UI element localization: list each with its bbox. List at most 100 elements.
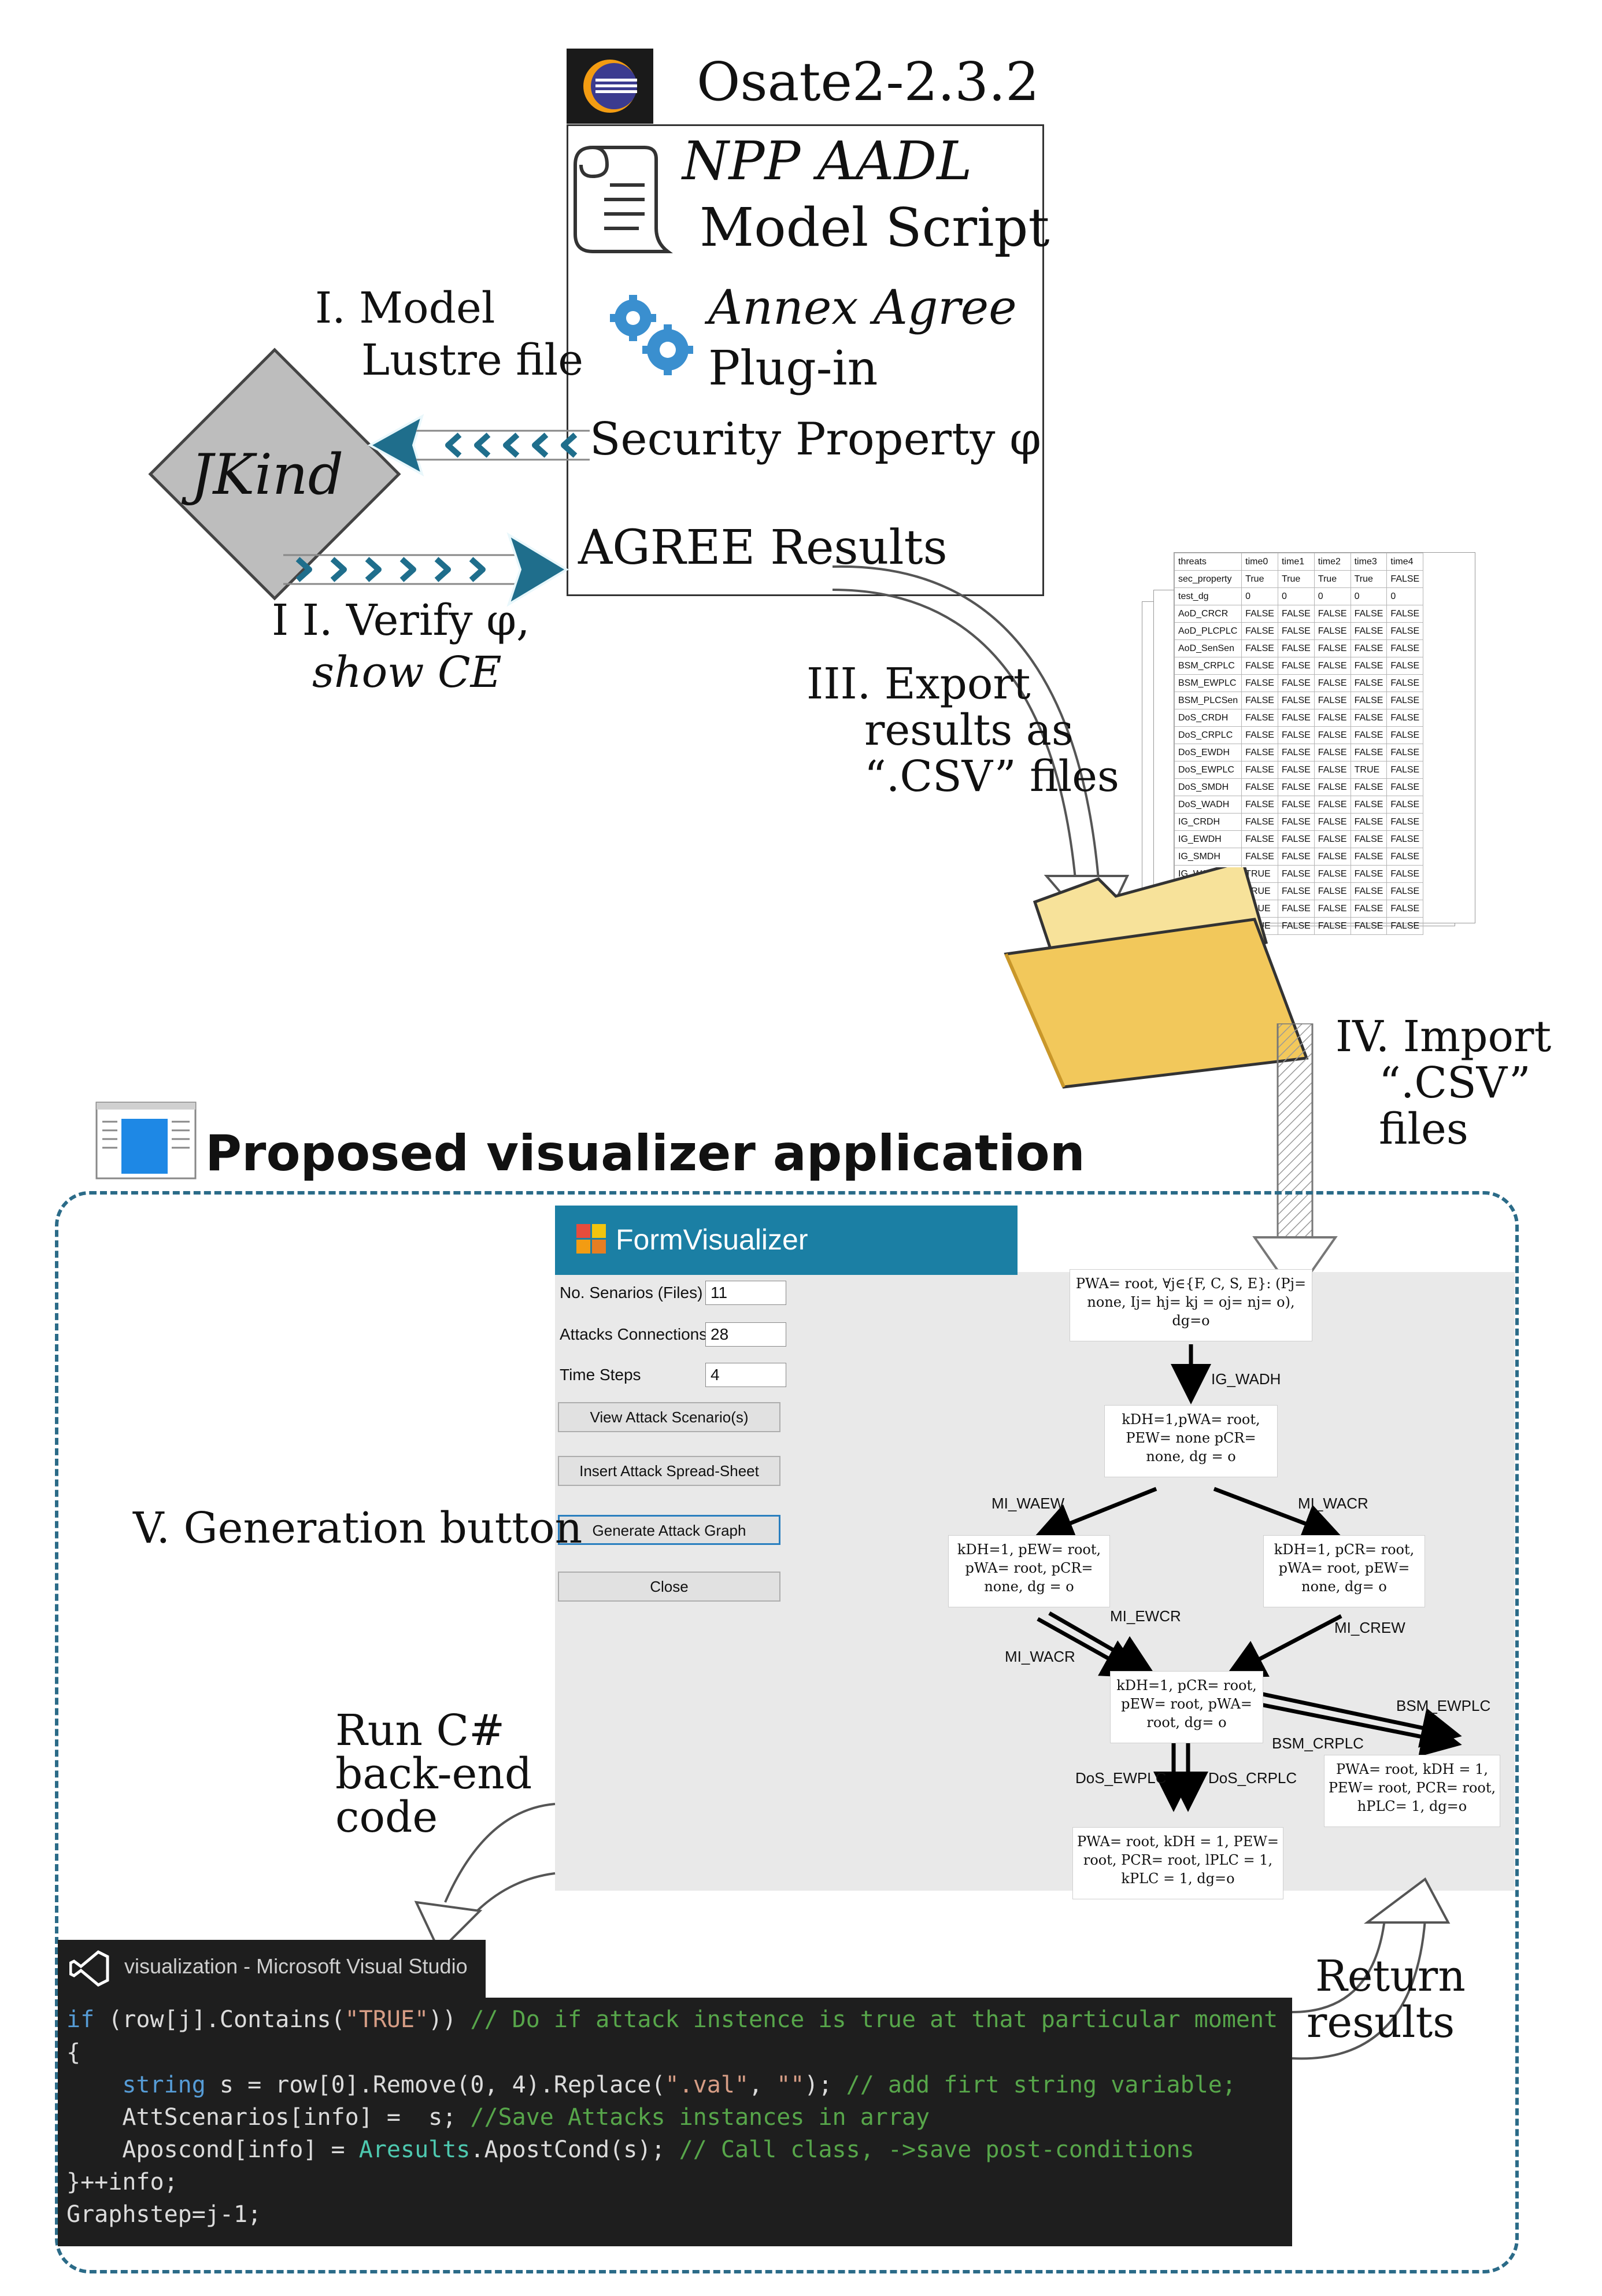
sheet-cell: FALSE bbox=[1386, 830, 1424, 848]
sheet-cell: FALSE bbox=[1314, 674, 1351, 692]
sheet-cell: True bbox=[1314, 570, 1351, 588]
jkind-diamond bbox=[145, 344, 405, 607]
vs-window-title: visualization - Microsoft Visual Studio bbox=[124, 1954, 468, 1978]
graph-node-4b: PWA= root, kDH = 1, PEW= root, PCR= root… bbox=[1324, 1755, 1500, 1827]
visualizer-region bbox=[55, 1191, 1519, 2273]
step3-label: III. Export bbox=[806, 659, 1031, 709]
sheet-cell: FALSE bbox=[1277, 674, 1315, 692]
sheet-cell: FALSE bbox=[1314, 657, 1351, 675]
sheet-cell: FALSE bbox=[1386, 865, 1424, 883]
code-line-2: { bbox=[66, 2039, 81, 2066]
sheet-cell: FALSE bbox=[1386, 674, 1424, 692]
attacks-label: Attacks Connections bbox=[560, 1325, 708, 1343]
sheet-cell: FALSE bbox=[1241, 726, 1278, 744]
sheet-cell: FALSE bbox=[1386, 882, 1424, 900]
step3-label-2: results as bbox=[864, 705, 1074, 755]
edge-label-mi-waew: MI_WAEW bbox=[991, 1495, 1065, 1512]
sheet-cell: time0 bbox=[1241, 553, 1278, 571]
sheet-cell: FALSE bbox=[1350, 917, 1388, 935]
attack-graph-edges bbox=[925, 1272, 1515, 1893]
attacks-input[interactable]: 28 bbox=[705, 1322, 786, 1347]
sheet-cell: FALSE bbox=[1314, 848, 1351, 866]
sheet-cell: FALSE bbox=[1277, 709, 1315, 727]
step3-label-3: “.CSV” files bbox=[864, 752, 1119, 801]
view-attack-scenarios-button[interactable]: View Attack Scenario(s) bbox=[558, 1402, 780, 1432]
sheet-cell: test_dg bbox=[1174, 587, 1242, 605]
scenarios-input[interactable]: 11 bbox=[705, 1281, 786, 1305]
sheet-cell: 0 bbox=[1277, 587, 1315, 605]
edge-label-mi-wacr: MI_WACR bbox=[1298, 1495, 1368, 1512]
sheet-cell: FALSE bbox=[1386, 709, 1424, 727]
sheet-cell: IG_CRDH bbox=[1174, 813, 1242, 831]
sheet-cell: DoS_EWPLC bbox=[1174, 761, 1242, 779]
visual-studio-icon bbox=[69, 1950, 110, 1990]
sheet-cell: FALSE bbox=[1241, 778, 1278, 796]
sheet-cell: FALSE bbox=[1241, 605, 1278, 623]
sheet-cell: FALSE bbox=[1314, 796, 1351, 814]
sheet-cell: FALSE bbox=[1386, 605, 1424, 623]
sheet-cell: FALSE bbox=[1241, 813, 1278, 831]
import-arrow bbox=[1243, 1022, 1359, 1315]
agree-results-label: AGREE Results bbox=[578, 520, 948, 575]
sheet-cell: FALSE bbox=[1350, 882, 1388, 900]
edge-label-dos-crplc: DoS_CRPLC bbox=[1208, 1769, 1297, 1787]
sheet-cell: 0 bbox=[1314, 587, 1351, 605]
script-icon bbox=[569, 136, 679, 265]
sheet-cell: FALSE bbox=[1277, 657, 1315, 675]
sheet-cell: FALSE bbox=[1350, 813, 1388, 831]
sheet-cell: FALSE bbox=[1314, 709, 1351, 727]
sheet-cell: sec_property bbox=[1174, 570, 1242, 588]
return-results-arrow bbox=[1281, 1868, 1512, 2090]
sheet-cell: FALSE bbox=[1386, 622, 1424, 640]
form-app-icon bbox=[575, 1223, 607, 1257]
graph-node-4a: PWA= root, kDH = 1, PEW= root, PCR= root… bbox=[1072, 1827, 1283, 1899]
sheet-cell: FALSE bbox=[1350, 726, 1388, 744]
sheet-cell: DoS_CRDH bbox=[1174, 709, 1242, 727]
sheet-cell: FALSE bbox=[1241, 830, 1278, 848]
sheet-cell: FALSE bbox=[1314, 605, 1351, 623]
sheet-cell: True bbox=[1277, 570, 1315, 588]
sheet-cell: DoS_EWDH bbox=[1174, 744, 1242, 761]
osate-title: Osate2-2.3.2 bbox=[697, 51, 1039, 113]
sheet-cell: IG_EWDH bbox=[1174, 830, 1242, 848]
code-editor[interactable]: if (row[j].Contains("TRUE")) // Do if at… bbox=[58, 1998, 1292, 2246]
sheet-cell: FALSE bbox=[1277, 726, 1315, 744]
time-steps-label: Time Steps bbox=[560, 1366, 641, 1384]
graph-node-2b: kDH=1, pCR= root, pWA= root, pEW= none, … bbox=[1263, 1535, 1425, 1607]
run-code-arrow bbox=[393, 1792, 567, 1957]
sheet-cell: DoS_WADH bbox=[1174, 796, 1242, 814]
sheet-cell: 0 bbox=[1350, 587, 1388, 605]
security-property-label: Security Property φ bbox=[590, 413, 1041, 465]
sheet-cell: FALSE bbox=[1314, 917, 1351, 935]
window-app-icon bbox=[95, 1101, 197, 1182]
close-button[interactable]: Close bbox=[558, 1572, 780, 1602]
sheet-cell: FALSE bbox=[1386, 726, 1424, 744]
insert-spreadsheet-button[interactable]: Insert Attack Spread-Sheet bbox=[558, 1456, 780, 1486]
step2-label-sub: show CE bbox=[312, 648, 502, 697]
code-line-1: if (row[j].Contains("TRUE")) // Do if at… bbox=[66, 2006, 1278, 2033]
edge-label-mi-wacr-2: MI_WACR bbox=[1005, 1648, 1075, 1665]
sheet-cell: FALSE bbox=[1314, 813, 1351, 831]
time-steps-input[interactable]: 4 bbox=[705, 1363, 786, 1387]
sheet-cell: FALSE bbox=[1314, 778, 1351, 796]
model-script-label: Model Script bbox=[700, 197, 1050, 258]
sheet-cell: 0 bbox=[1241, 587, 1278, 605]
generate-attack-graph-button[interactable]: Generate Attack Graph bbox=[558, 1515, 780, 1545]
sheet-cell: FALSE bbox=[1241, 744, 1278, 761]
sheet-cell: True bbox=[1350, 570, 1388, 588]
sheet-cell: DoS_CRPLC bbox=[1174, 726, 1242, 744]
sheet-cell: FALSE bbox=[1350, 657, 1388, 675]
return-results-label: Return bbox=[1315, 1951, 1466, 2001]
sheet-cell: FALSE bbox=[1350, 605, 1388, 623]
